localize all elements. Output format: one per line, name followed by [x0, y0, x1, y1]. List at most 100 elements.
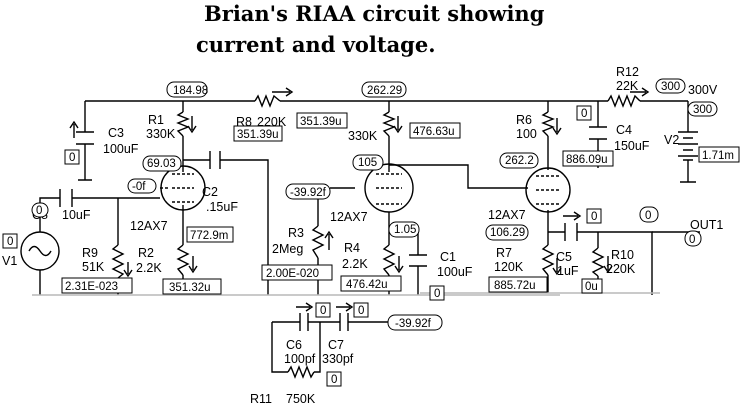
r11-value: 750K: [286, 392, 316, 406]
voltage-262-2: 262.2: [505, 155, 534, 167]
current-0-r11: 0: [331, 374, 337, 386]
voltage-300-top: 300: [661, 81, 680, 93]
r3-symbol: [311, 225, 325, 259]
title-line-2: current and voltage.: [196, 32, 436, 57]
c7-value: 330pf: [322, 352, 354, 366]
r7-name: R7: [496, 246, 512, 260]
c1-value: 100uF: [437, 265, 473, 279]
c7-symbol: [339, 313, 349, 331]
voltage-1-05: 1.05: [394, 224, 416, 236]
r3-value: 2Meg: [272, 242, 303, 256]
current-0-c7: 0: [358, 305, 364, 317]
v2-name: V2: [664, 133, 679, 147]
current-2-31e-023: 2.31E-023: [65, 281, 118, 293]
v1-symbol: [20, 231, 60, 271]
r6-name: R6: [516, 113, 532, 127]
r9-value: 51K: [82, 260, 105, 274]
c3-name: C3: [108, 126, 124, 140]
voltage-105: 105: [358, 157, 377, 169]
current-351-32u: 351.32u: [169, 282, 211, 294]
current-476-63u: 476.63u: [413, 126, 455, 138]
c5-value: 1uF: [557, 264, 579, 278]
v2-value: 300V: [688, 83, 718, 97]
c3-value: 100uF: [103, 142, 139, 156]
r7-symbol: [541, 244, 555, 276]
current-0-c3: 0: [69, 152, 75, 164]
c8-value: 10uF: [62, 208, 91, 222]
r2-symbol: [176, 244, 190, 276]
current-0-r10: 0u: [585, 281, 598, 293]
c4-name: C4: [616, 123, 632, 137]
current-2-00e-020: 2.00E-020: [266, 268, 319, 280]
r8-symbol: [254, 94, 281, 108]
r1-name: R1: [148, 113, 164, 127]
r12-symbol: [607, 94, 641, 108]
r1-symbol: [176, 111, 190, 137]
current-885-72u: 885.72u: [494, 280, 536, 292]
current-351-39u-b: 351.39u: [300, 116, 342, 128]
current-arrows: [69, 87, 650, 312]
voltage-0-out2: 0: [689, 234, 695, 246]
tube2-label: 12AX7: [330, 210, 368, 224]
c4-value: 150uF: [614, 139, 650, 153]
voltage-minus-39-92f-b: -39.92f: [395, 318, 432, 330]
r12-name: R12: [616, 65, 639, 79]
tube3-symbol: [525, 167, 571, 213]
c6-name: C6: [286, 338, 302, 352]
current-0-gnd: 0: [434, 288, 440, 300]
current-0-c5: 0: [591, 211, 597, 223]
r2-name: R2: [138, 246, 154, 260]
r9-name: R9: [82, 246, 98, 260]
voltage-minus-39-92f-a: -39.92f: [290, 187, 327, 199]
c1-name: C1: [440, 250, 456, 264]
r6-value: 100: [516, 127, 537, 141]
c1-symbol: [409, 254, 427, 267]
r3-name: R3: [288, 226, 304, 240]
c2-symbol: [209, 151, 221, 169]
r4-name: R4: [344, 241, 360, 255]
voltage-0-c8: 0: [36, 205, 42, 217]
current-772-9m: 772.9m: [190, 230, 228, 242]
r11-symbol: [287, 365, 315, 379]
voltage-69-03: 69.03: [147, 158, 176, 170]
r1-value: 330K: [146, 127, 176, 141]
voltage-262-29: 262.29: [367, 85, 402, 97]
r7-value: 120K: [494, 260, 524, 274]
r2-value: 2.2K: [136, 261, 162, 275]
c8-symbol: [59, 189, 73, 207]
current-476-42u: 476.42u: [346, 279, 388, 291]
voltage-readouts: 184.98 262.29 300 300 69.03 105 262.2 1.…: [31, 78, 718, 331]
tube1-label: 12AX7: [130, 219, 168, 233]
current-0-r6: 0: [581, 108, 587, 120]
voltage-184-98: 184.98: [173, 85, 208, 97]
r11-name: R11: [250, 392, 272, 406]
resistors: [111, 94, 641, 379]
c3-symbol: [76, 131, 94, 145]
v2-symbol: [678, 131, 698, 161]
r12-value: 22K: [616, 79, 639, 93]
tube3-label: 12AX7: [488, 208, 526, 222]
current-readouts: 351.39u 351.39u 476.63u 886.09u 1.71m 77…: [2, 105, 740, 387]
tube2-symbol: [364, 163, 414, 213]
voltage-300-v2: 300: [693, 104, 712, 116]
c5-name: C5: [556, 250, 572, 264]
c7-name: C7: [328, 338, 344, 352]
r5-value: 330K: [348, 129, 378, 143]
v1-name: V1: [2, 254, 17, 268]
c6-value: 100pf: [284, 352, 316, 366]
r10-name: R10: [611, 248, 634, 262]
r10-value: 220K: [606, 262, 636, 276]
current-351-39u-a: 351.39u: [237, 129, 279, 141]
current-0-v1: 0: [7, 236, 13, 248]
voltage-0-out1: 0: [645, 210, 651, 222]
r5-symbol: [382, 111, 396, 137]
labels: C3 100uF R1 330K R8 220K 330K R6 100 R12…: [2, 65, 723, 406]
capacitors: [59, 126, 607, 331]
c6-symbol: [299, 313, 309, 331]
r4-value: 2.2K: [342, 257, 368, 271]
c2-name: C2: [202, 185, 218, 199]
wires: [39, 100, 700, 373]
out1-label: OUT1: [690, 218, 723, 232]
